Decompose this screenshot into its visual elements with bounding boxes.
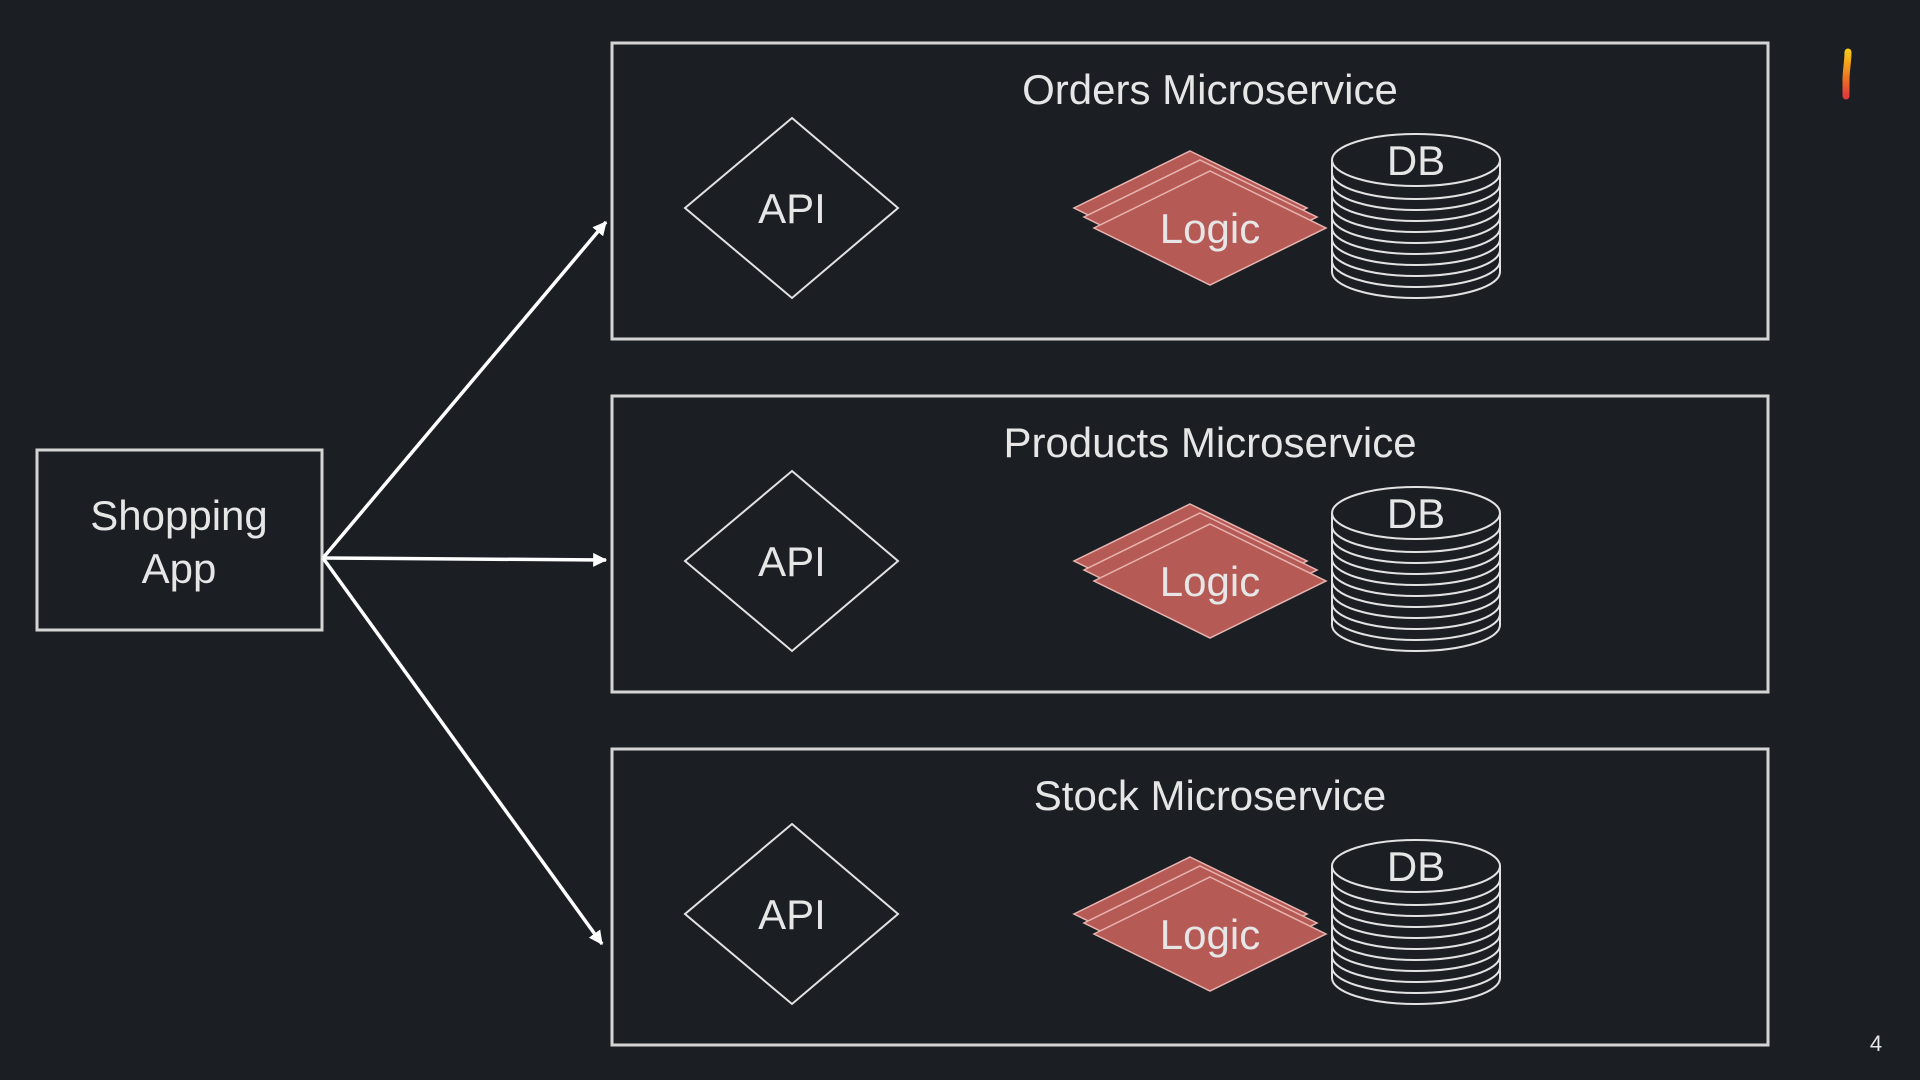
- db-top: [1331, 839, 1501, 893]
- db-label: DB: [1387, 843, 1445, 890]
- db-disk-line: [1331, 536, 1501, 564]
- database-icon: DB: [1331, 486, 1501, 652]
- db-disk-line: [1331, 271, 1501, 299]
- service-title: Orders Microservice: [1022, 66, 1398, 113]
- db-disk-line: [1331, 889, 1501, 917]
- database-icon: DB: [1331, 133, 1501, 299]
- db-disk-line: [1331, 547, 1501, 575]
- db-disk-line: [1331, 624, 1501, 652]
- service-frame: [610, 747, 1770, 1047]
- db-disk-line: [1331, 183, 1501, 211]
- db-disk-line: [1331, 260, 1501, 288]
- db-disk-line: [1331, 580, 1501, 608]
- arrow-to-products: [322, 552, 608, 567]
- logic-label: Logic: [1160, 911, 1260, 958]
- api-node: API: [683, 116, 900, 300]
- db-disk-line: [1331, 900, 1501, 928]
- shopping-app-label-line1: Shopping: [90, 492, 268, 539]
- db-disk-line: [1331, 525, 1501, 553]
- db-disk-line: [1331, 922, 1501, 950]
- db-label: DB: [1387, 490, 1445, 537]
- logic-node: Logic: [1072, 503, 1328, 639]
- shopping-app-label-line2: App: [142, 545, 217, 592]
- shopping-app-box: [35, 448, 324, 632]
- arrow-to-stock: [321, 556, 604, 946]
- db-disk-line: [1331, 955, 1501, 983]
- service-products: Products Microservice API Logic DB: [610, 394, 1770, 694]
- database-icon: DB: [1331, 839, 1501, 1005]
- logic-label: Logic: [1160, 558, 1260, 605]
- api-label: API: [758, 538, 826, 585]
- api-label: API: [758, 891, 826, 938]
- arrow-to-orders: [321, 220, 608, 560]
- api-node: API: [683, 822, 900, 1006]
- db-disk-line: [1331, 966, 1501, 994]
- logic-node: Logic: [1072, 150, 1328, 286]
- db-disk-line: [1331, 249, 1501, 277]
- db-disk-line: [1331, 172, 1501, 200]
- logic-layer-front: [1092, 170, 1328, 286]
- service-frame: [610, 394, 1770, 694]
- service-title: Stock Microservice: [1034, 772, 1386, 819]
- connection-arrows: [321, 220, 608, 946]
- db-disk-line: [1331, 977, 1501, 1005]
- api-diamond: [683, 469, 900, 653]
- logic-label: Logic: [1160, 205, 1260, 252]
- logic-node: Logic: [1072, 856, 1328, 992]
- db-top: [1331, 133, 1501, 187]
- db-label: DB: [1387, 137, 1445, 184]
- db-disk-line: [1331, 238, 1501, 266]
- logic-layer-front: [1092, 523, 1328, 639]
- api-label: API: [758, 185, 826, 232]
- api-node: API: [683, 469, 900, 653]
- db-disk-line: [1331, 944, 1501, 972]
- db-disk-line: [1331, 591, 1501, 619]
- db-disk-line: [1331, 194, 1501, 222]
- logic-layer-front: [1092, 876, 1328, 992]
- api-diamond: [683, 116, 900, 300]
- db-disk-line: [1331, 933, 1501, 961]
- service-stock: Stock Microservice API Logic DB: [610, 747, 1770, 1047]
- db-disk-line: [1331, 911, 1501, 939]
- shopping-app-node: Shopping App: [35, 448, 324, 632]
- db-top: [1331, 486, 1501, 540]
- db-disk-line: [1331, 558, 1501, 586]
- service-frame: [610, 41, 1770, 341]
- page-number: 4: [1870, 1031, 1882, 1056]
- db-disk-line: [1331, 613, 1501, 641]
- service-orders: Orders Microservice API Logic DB: [610, 41, 1770, 341]
- db-disk-line: [1331, 878, 1501, 906]
- db-disk-line: [1331, 602, 1501, 630]
- db-disk-line: [1331, 205, 1501, 233]
- api-diamond: [683, 822, 900, 1006]
- brand-logo-icon: [1820, 48, 1876, 100]
- db-disk-line: [1331, 569, 1501, 597]
- db-disk-line: [1331, 216, 1501, 244]
- db-disk-line: [1331, 227, 1501, 255]
- service-title: Products Microservice: [1003, 419, 1416, 466]
